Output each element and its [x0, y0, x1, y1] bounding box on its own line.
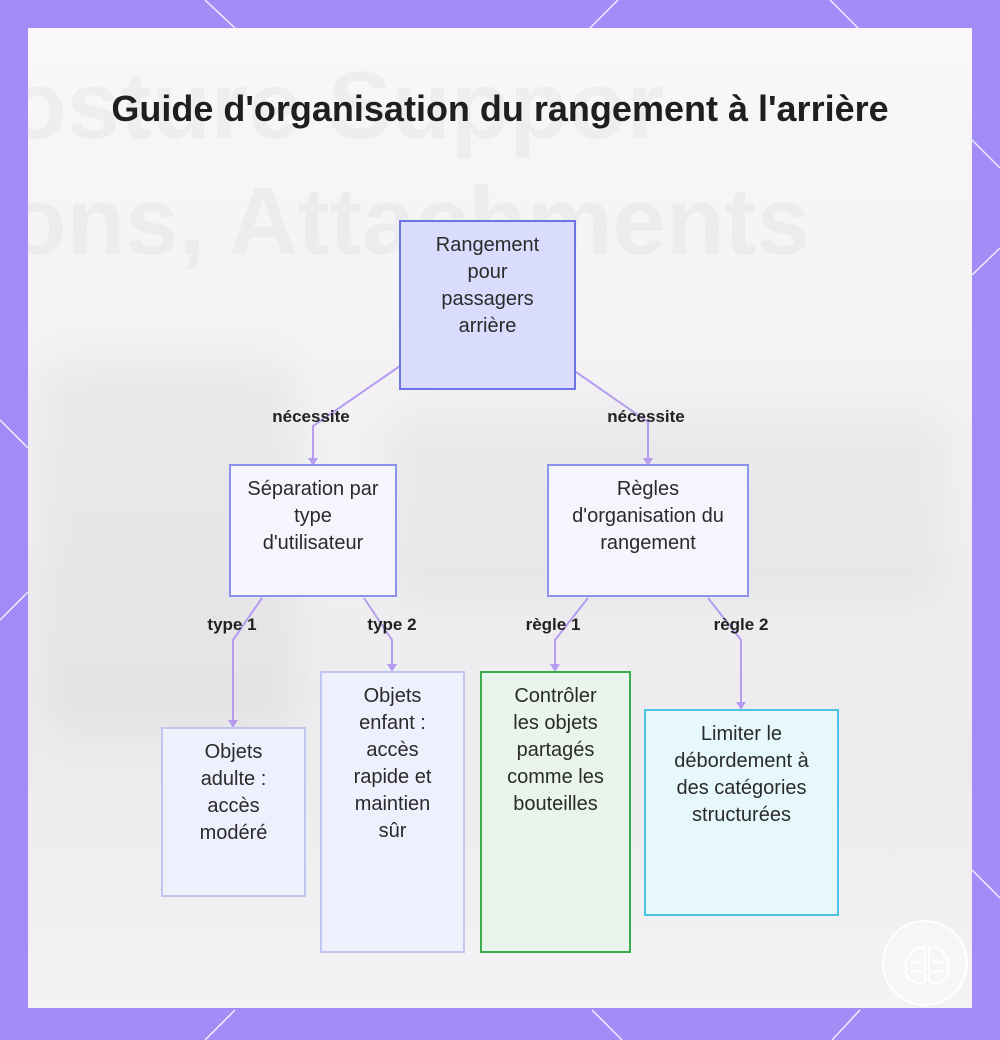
- edge-separation-adulte: [232, 597, 263, 726]
- node-controler-label: Contrôler les objets partagés comme les …: [507, 685, 604, 815]
- node-regles-label: Règles d'organisation du rangement: [572, 478, 724, 554]
- node-separation[interactable]: Séparation par type d'utilisateur: [229, 464, 397, 597]
- edge-root-regles: [575, 371, 649, 464]
- arrowhead: [736, 702, 746, 710]
- page-title: Guide d'organisation du rangement à l'ar…: [111, 88, 889, 129]
- edge-label-separation-adulte: type 1: [207, 615, 257, 634]
- brain-icon: [904, 946, 950, 986]
- edge-regles-controler: [554, 597, 589, 670]
- node-adulte[interactable]: Objets adulte : accès modéré: [161, 727, 306, 897]
- node-limiter[interactable]: Limiter le débordement à des catégories …: [644, 709, 839, 916]
- arrowhead: [308, 458, 318, 466]
- edge-label-root-separation: nécessite: [272, 407, 350, 426]
- node-controler[interactable]: Contrôler les objets partagés comme les …: [480, 671, 631, 953]
- arrowhead: [550, 664, 560, 672]
- edge-label-separation-enfant: type 2: [367, 615, 417, 634]
- node-limiter-label: Limiter le débordement à des catégories …: [674, 723, 809, 826]
- node-root-label: Rangement pour passagers arrière: [435, 234, 540, 337]
- edge-label-regles-limiter: règle 2: [713, 615, 769, 634]
- edge-label-root-regles: nécessite: [607, 407, 685, 426]
- brand-logo: [882, 920, 968, 1006]
- arrowhead: [387, 664, 397, 672]
- edge-label-regles-controler: règle 1: [525, 615, 581, 634]
- node-enfant[interactable]: Objets enfant : accès rapide et maintien…: [320, 671, 465, 953]
- arrowhead: [643, 458, 653, 466]
- arrowhead: [228, 720, 238, 728]
- node-separation-label: Séparation par type d'utilisateur: [247, 478, 379, 554]
- node-enfant-label: Objets enfant : accès rapide et maintien…: [353, 685, 432, 842]
- edge-regles-limiter: [707, 597, 742, 708]
- edge-root-separation: [312, 365, 401, 464]
- edge-separation-enfant: [363, 597, 393, 670]
- node-root[interactable]: Rangement pour passagers arrière: [399, 220, 576, 390]
- node-adulte-label: Objets adulte : accès modéré: [199, 741, 268, 844]
- node-regles[interactable]: Règles d'organisation du rangement: [547, 464, 749, 597]
